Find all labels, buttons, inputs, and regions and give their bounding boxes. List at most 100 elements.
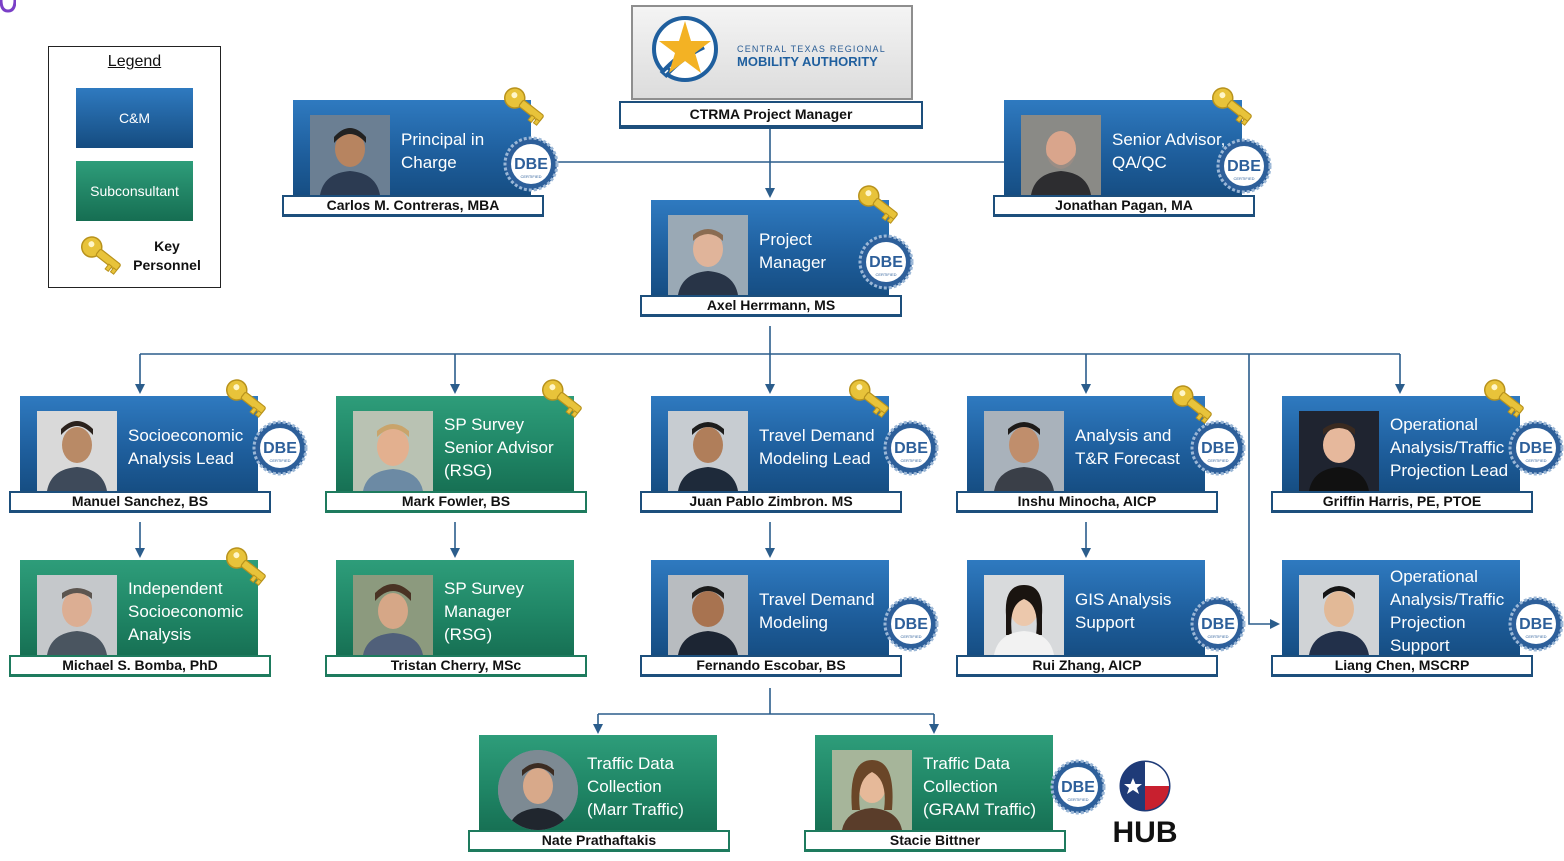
name-label: Michael S. Bomba, PhD — [9, 655, 271, 677]
key-personnel-icon — [542, 379, 582, 418]
avatar — [1299, 411, 1379, 491]
hub-certified-badge: HUB — [1113, 760, 1178, 848]
role-label: Independent Socioeconomic Analysis — [128, 578, 244, 644]
card-chen: Operational Analysis/Traffic Projection … — [1271, 560, 1533, 680]
svg-text:DBE: DBE — [514, 156, 548, 173]
legend-cm-label: C&M — [118, 110, 151, 126]
avatar — [832, 750, 912, 830]
name-label: Carlos M. Contreras, MBA — [282, 195, 544, 217]
key-personnel-icon — [226, 379, 266, 418]
card-bittner: Traffic Data Collection (GRAM Traffic) S… — [804, 735, 1066, 855]
avatar — [668, 411, 748, 491]
svg-text:DBE: DBE — [1519, 616, 1553, 633]
legend-sub-swatch: Subconsultant — [76, 161, 193, 221]
svg-text:DBE: DBE — [1227, 158, 1261, 175]
svg-text:CERTIFIED: CERTIFIED — [1525, 634, 1546, 639]
ctrma-star-icon — [652, 16, 718, 82]
name-label: Jonathan Pagan, MA — [993, 195, 1255, 217]
avatar — [37, 575, 117, 655]
svg-text:CERTIFIED: CERTIFIED — [1067, 797, 1088, 802]
ctrma-logo: CENTRAL TEXAS REGIONAL MOBILITY AUTHORIT… — [631, 5, 913, 100]
ctrma-manager-label: CTRMA Project Manager — [619, 101, 923, 129]
key-personnel-icon — [504, 87, 544, 126]
svg-text:CERTIFIED: CERTIFIED — [900, 634, 921, 639]
svg-text:DBE: DBE — [1201, 616, 1235, 633]
ctrma-logo-line2: MOBILITY AUTHORITY — [737, 54, 878, 69]
svg-text:DBE: DBE — [1519, 440, 1553, 457]
svg-text:CERTIFIED: CERTIFIED — [1525, 458, 1546, 463]
svg-text:DBE: DBE — [894, 440, 928, 457]
name-label: Stacie Bittner — [804, 830, 1066, 852]
role-label: GIS Analysis Support — [1075, 590, 1172, 632]
name-label: Juan Pablo Zimbron. MS — [640, 491, 902, 513]
card-zhang: GIS Analysis Support Rui Zhang, AICP — [956, 560, 1218, 680]
role-label: Traffic Data Collection (Marr Traffic) — [587, 753, 684, 819]
legend-sub-label: Subconsultant — [90, 183, 179, 199]
avatar — [984, 411, 1064, 491]
name-label: Inshu Minocha, AICP — [956, 491, 1218, 513]
role-label: SP Survey Senior Advisor (RSG) — [444, 414, 554, 480]
card-contreras: Principal in Charge Carlos M. Contreras,… — [282, 100, 544, 220]
card-herrmann: Project Manager Axel Herrmann, MS — [640, 200, 902, 320]
role-label: Operational Analysis/Traffic Projection … — [1390, 567, 1505, 655]
card-escobar: Travel Demand Modeling Fernando Escobar,… — [640, 560, 902, 680]
role-label: Principal in Charge — [401, 130, 485, 172]
svg-text:CERTIFIED: CERTIFIED — [1233, 176, 1254, 181]
card-sanchez: Socioeconomic Analysis Lead Manuel Sanch… — [9, 396, 271, 516]
key-personnel-icon — [1172, 385, 1212, 424]
svg-text:CERTIFIED: CERTIFIED — [269, 458, 290, 463]
name-label: Tristan Cherry, MSc — [325, 655, 587, 677]
name-label: Mark Fowler, BS — [325, 491, 587, 513]
role-label: SP Survey Manager (RSG) — [444, 578, 525, 644]
card-harris: Operational Analysis/Traffic Projection … — [1271, 396, 1533, 516]
svg-text:DBE: DBE — [869, 254, 903, 271]
card-cherry: SP Survey Manager (RSG) Tristan Cherry, … — [325, 560, 587, 680]
card-bomba: Independent Socioeconomic Analysis Micha… — [9, 560, 271, 680]
svg-text:CERTIFIED: CERTIFIED — [1207, 458, 1228, 463]
key-personnel-icon — [849, 379, 889, 418]
role-label: Project Manager — [759, 230, 827, 272]
name-label: Nate Prathaftakis — [468, 830, 730, 852]
svg-text:DBE: DBE — [1201, 440, 1235, 457]
svg-text:CERTIFIED: CERTIFIED — [520, 174, 541, 179]
name-label: Manuel Sanchez, BS — [9, 491, 271, 513]
svg-text:CERTIFIED: CERTIFIED — [875, 272, 896, 277]
key-personnel-icon — [226, 547, 266, 586]
legend-key-icon — [81, 236, 121, 275]
avatar — [310, 115, 390, 195]
name-label: Fernando Escobar, BS — [640, 655, 902, 677]
role-label: Traffic Data Collection (GRAM Traffic) — [923, 753, 1037, 819]
role-label: Operational Analysis/Traffic Projection … — [1390, 414, 1509, 480]
avatar — [668, 575, 748, 655]
role-label: Senior Advisor, QA/QC — [1112, 130, 1226, 172]
avatar — [668, 215, 748, 295]
legend-title: Legend — [107, 53, 162, 70]
key-personnel-icon — [858, 185, 898, 224]
name-label: Rui Zhang, AICP — [956, 655, 1218, 677]
name-label: Liang Chen, MSCRP — [1271, 655, 1533, 677]
avatar — [353, 411, 433, 491]
name-label: Axel Herrmann, MS — [640, 295, 902, 317]
avatar — [1299, 575, 1379, 655]
svg-text:HUB: HUB — [1113, 816, 1178, 848]
avatar — [498, 750, 578, 830]
avatar — [1021, 115, 1101, 195]
card-fowler: SP Survey Senior Advisor (RSG) Mark Fowl… — [325, 396, 587, 516]
name-label: Griffin Harris, PE, PTOE — [1271, 491, 1533, 513]
key-personnel-icon — [1212, 87, 1252, 126]
avatar — [353, 575, 433, 655]
svg-text:CERTIFIED: CERTIFIED — [900, 458, 921, 463]
role-label: Analysis and T&R Forecast — [1075, 426, 1180, 468]
